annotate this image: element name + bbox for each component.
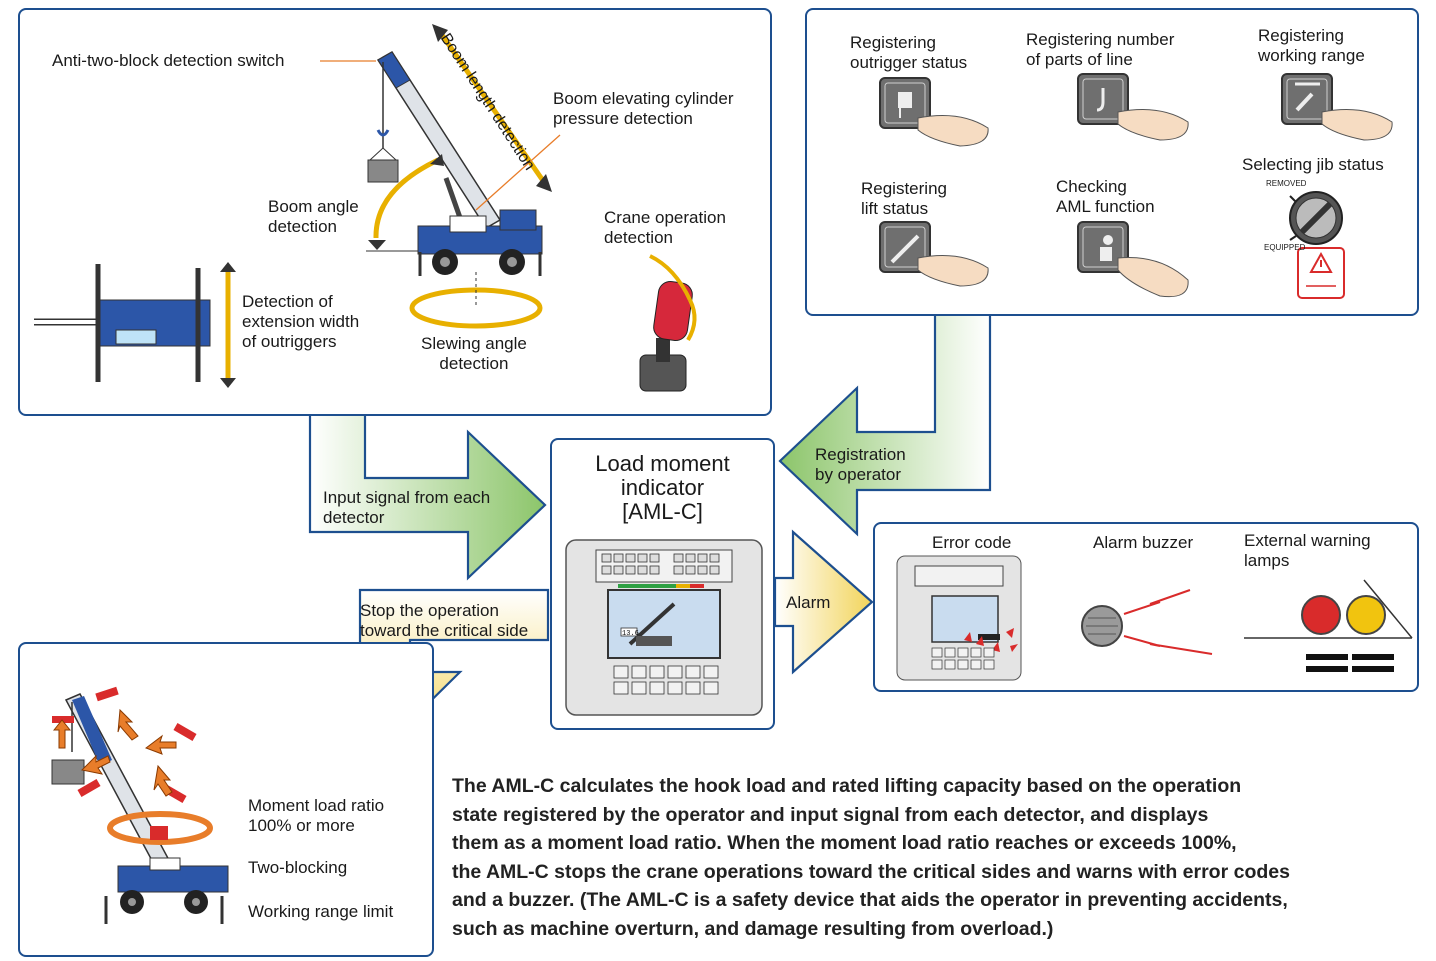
input-signal-arrow [308,408,547,581]
finger [917,115,989,147]
reg-lift-status-label: Registering lift status [861,179,947,218]
working-range-button [1281,73,1333,125]
aml-screen-value: 13.6 [622,630,639,638]
aml-screen [607,589,721,659]
buzzer-sound-lower [1123,635,1213,655]
finger [917,255,989,287]
red-lamp [1301,595,1341,635]
aml-function-button [1077,221,1129,273]
reg-jib-status-label: Selecting jib status [1242,155,1384,174]
registration-arrow [778,310,992,537]
boom-cylinder-label: Boom elevating cylinder pressure detecti… [553,89,734,128]
outrigger-button [879,77,931,129]
boom-angle-label: Boom angle detection [268,197,359,236]
input-signal-label: Input signal from each detector [323,488,491,527]
buzzer-sound-upper [1123,589,1191,615]
alarm-label: Alarm [786,593,831,612]
finger [1117,256,1189,298]
external-lamps-label: External warning lamps [1244,531,1371,570]
limits-crane-illustration [51,686,229,924]
limits-panel [18,642,434,957]
registration-buttons [879,73,1393,299]
registration-by-operator-label: Registration by operator [815,445,906,484]
slewing-angle-label: Slewing angle detection [421,334,527,373]
yellow-lamp [1346,595,1386,635]
aml-c-device: 13.6 [565,539,763,716]
jib-removed-label: REMOVED [1266,179,1307,188]
reg-aml-function-label: Checking AML function [1056,177,1155,216]
outrigger-width-label: Detection of extension width of outrigge… [242,292,360,351]
alarm-buzzer-label: Alarm buzzer [1093,533,1194,552]
finger [1321,109,1393,141]
finger [1117,109,1189,141]
working-range-limit-label: Working range limit [248,902,394,921]
alarm-illustrations [896,555,1413,681]
reg-working-range-label: Registering working range [1258,26,1365,65]
stop-operation-label: Stop the operation toward the critical s… [360,601,529,640]
joystick-handle [653,280,693,342]
crane-operation-label: Crane operation detection [604,208,726,247]
jib-equipped-label: EQUIPPED [1264,243,1306,252]
description-text: The AML-C calculates the hook load and r… [452,775,1290,940]
alarm-arrow [773,529,874,675]
reg-outrigger-label: Registering outrigger status [850,33,968,72]
anti-two-block-label: Anti-two-block detection switch [52,51,285,70]
crane-side-illustration [34,24,697,392]
error-code-label: Error code [932,533,1012,552]
moment-ratio-label: Moment load ratio 100% or more [248,796,385,835]
reg-parts-of-line-label: Registering number of parts of line [1026,30,1175,69]
load-block [367,159,399,183]
two-blocking-label: Two-blocking [248,858,348,877]
parts-of-line-button [1077,73,1129,125]
indicator-title: Load moment indicator [AML-C] [595,451,730,524]
